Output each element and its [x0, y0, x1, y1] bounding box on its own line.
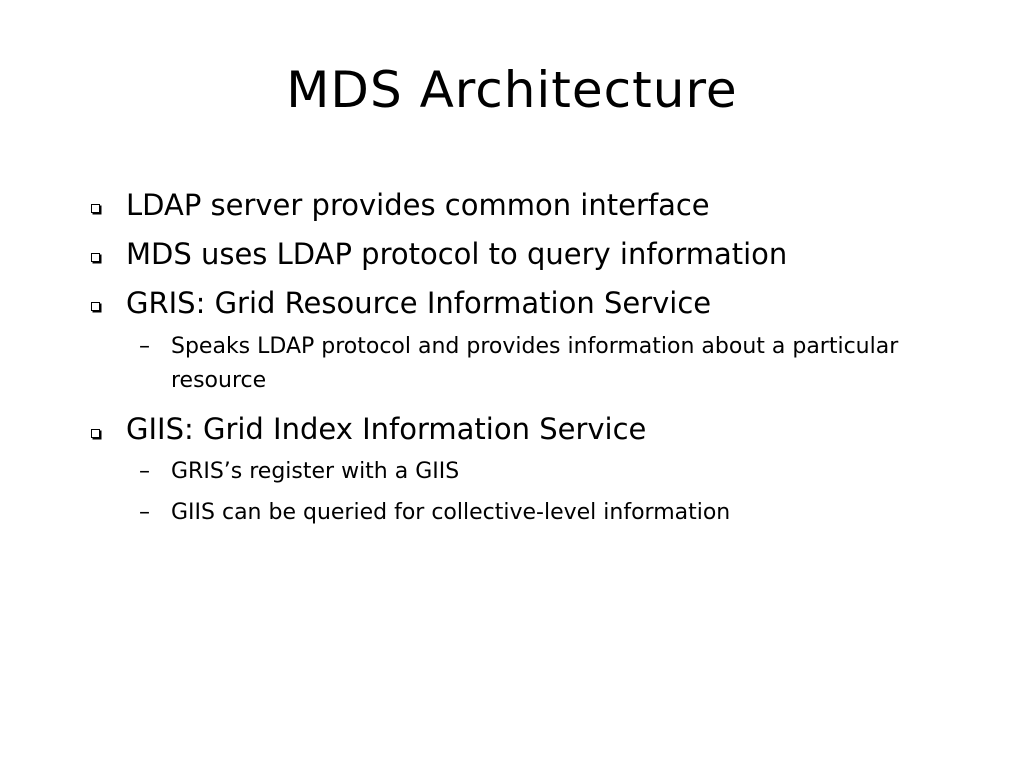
sub-item-4-1: GRIS’s register with a GIIS [171, 459, 460, 484]
dash-bullet-icon: – [139, 500, 150, 525]
square-bullet-icon [91, 204, 100, 213]
bullet-item-1: LDAP server provides common interface [126, 188, 710, 222]
square-bullet-icon [91, 429, 100, 438]
square-bullet-icon [91, 253, 100, 262]
dash-bullet-icon: – [139, 334, 150, 359]
bullet-item-3: GRIS: Grid Resource Information Service [126, 286, 712, 320]
dash-bullet-icon: – [139, 459, 150, 484]
sub-item-4-2: GIIS can be queried for collective-level… [171, 500, 731, 525]
slide-title: MDS Architecture [286, 61, 738, 119]
square-bullet-icon [91, 302, 100, 311]
sub-item-3-1: Speaks LDAP protocol and provides inform… [171, 334, 899, 393]
bullet-item-4: GIIS: Grid Index Information Service [126, 412, 647, 446]
bullet-item-2: MDS uses LDAP protocol to query informat… [126, 237, 788, 271]
